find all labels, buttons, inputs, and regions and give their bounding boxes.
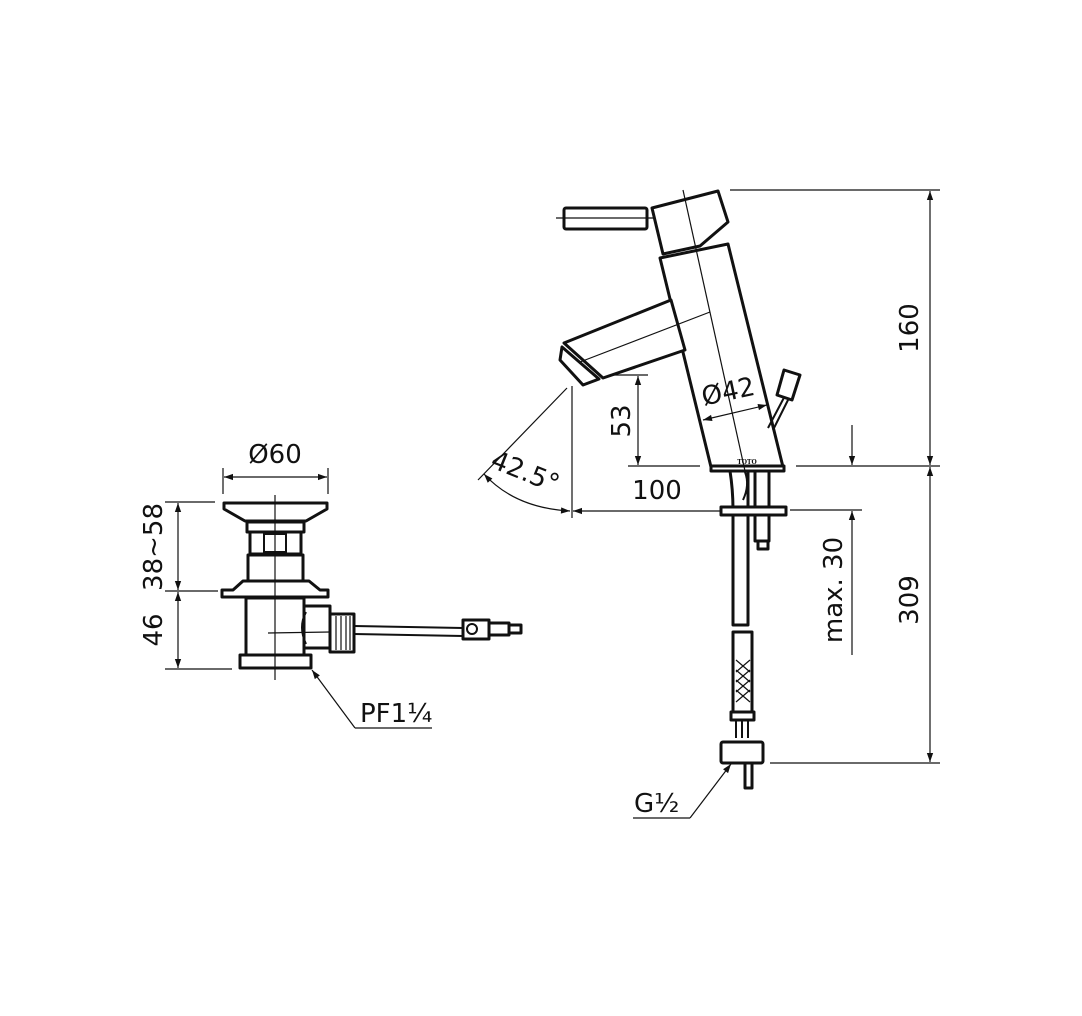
- rod-connector: [487, 621, 511, 637]
- faucet-base: [709, 464, 786, 473]
- below-height-label: 309: [895, 575, 925, 625]
- supply-shank: [728, 470, 750, 627]
- drain-side-branch: [304, 604, 332, 650]
- connection-leader: [689, 763, 732, 819]
- faucet-body: [658, 242, 785, 469]
- connection-label: G½: [634, 789, 679, 819]
- angle-arc: [483, 473, 571, 514]
- drain-diameter-label: Ø60: [248, 440, 302, 470]
- body-centerline: [682, 189, 748, 481]
- spout-centerline: [579, 311, 711, 363]
- reach-label: 100: [632, 476, 682, 506]
- hose-nut: [719, 740, 765, 765]
- hose-ferrule: [729, 710, 756, 722]
- basin-faucet: TOTO Ø42 53 42.5° 100: [477, 189, 940, 819]
- spout-angle-label: 42.5°: [487, 445, 564, 499]
- drain-thread-label: PF1¼: [360, 699, 432, 729]
- pop-up-knob: [775, 368, 802, 402]
- pop-up-cable: [742, 471, 749, 501]
- drain-height-range-label: 38~58: [139, 503, 169, 591]
- thread-leader: [311, 669, 356, 729]
- hose-collar: [735, 720, 749, 738]
- pop-up-drain: Ø60 38~58 46 PF1¼: [139, 440, 523, 729]
- spout-height-label: 53: [607, 404, 637, 437]
- rod-tip: [507, 623, 523, 635]
- clamp-screw-icon: [466, 623, 478, 635]
- faucet-spout: [562, 298, 687, 380]
- branch-centerline: [267, 631, 331, 634]
- angle-leg: [477, 387, 568, 481]
- hose-braid-pattern: [735, 659, 751, 703]
- drain-height-label: 46: [139, 613, 169, 646]
- hose-stub: [743, 761, 754, 790]
- lift-rod: [353, 625, 464, 637]
- branch-contour: [301, 611, 307, 645]
- toto-logo: TOTO: [737, 459, 756, 466]
- spout-aerator: [558, 345, 601, 387]
- body-diameter-dimension-line: [702, 403, 768, 422]
- max-thickness-label: max. 30: [819, 537, 849, 643]
- faucet-height-label: 160: [895, 303, 925, 353]
- nut-knurl: [335, 616, 351, 650]
- mounting-plate: [719, 505, 788, 517]
- stud-end: [756, 539, 770, 551]
